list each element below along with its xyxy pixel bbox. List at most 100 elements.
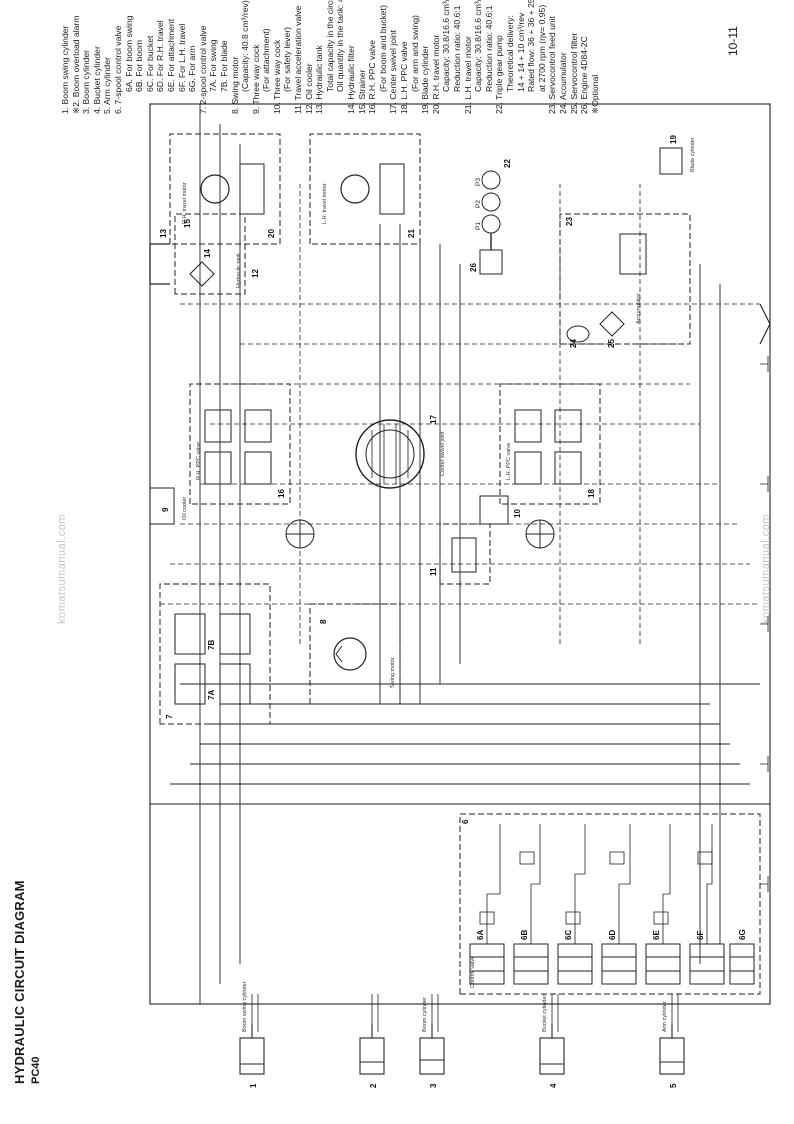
callout-6b: 6B xyxy=(520,930,529,940)
callout-25: 25 xyxy=(607,339,616,348)
callout-10: 10 xyxy=(513,509,522,518)
label-boom-cylinder: Boom cylinder xyxy=(422,997,428,1032)
callout-6f: 6F xyxy=(696,931,705,940)
legend-item: 17. Center swivel joint xyxy=(388,29,399,114)
cylinders xyxy=(239,1024,685,1075)
legend-item: Total capacity in the circuit: 75 ℓ xyxy=(324,0,335,92)
legend-item: 9. Three way cock xyxy=(250,44,261,114)
label-rh-ppc: R.H. PPC valve xyxy=(196,442,202,480)
label-swing-motor: Swing motor xyxy=(390,657,396,688)
label-oil-cooler: Oil cooler xyxy=(182,497,188,520)
legend-item: 6G. For arm xyxy=(187,45,198,92)
legend-item: 14 + 14 + 10 cm³/rev xyxy=(515,12,526,92)
callout-19: 19 xyxy=(669,135,678,144)
callout-16: 16 xyxy=(277,489,286,498)
legend-item: 6. 7-spool control valve xyxy=(112,25,123,114)
legend-item: Reduction ratio: 40.6:1 xyxy=(451,5,462,92)
legend-item: ※Optional xyxy=(589,74,600,114)
legend-item: 25. Servocontrol filter xyxy=(568,32,579,114)
legend-item: 14. Hydraulic filter xyxy=(346,45,357,114)
callout-18: 18 xyxy=(587,489,596,498)
legend-item: Theoretical delivery: xyxy=(504,15,515,92)
callout-6a: 6A xyxy=(476,930,485,940)
callout-9: 9 xyxy=(161,507,170,512)
legend-item: 6F. For L.H. travel xyxy=(176,23,187,92)
legend-item: 18. L.H. PPC valve xyxy=(399,41,409,114)
callout-7a: 7A xyxy=(207,690,216,700)
label-accumulator: Accumulator xyxy=(636,293,642,324)
callout-6g: 6G xyxy=(738,929,747,940)
callout-26: 26 xyxy=(469,263,478,272)
callout-5: 5 xyxy=(669,1083,678,1088)
legend-item: 23. Servocontrol feed unit xyxy=(547,16,558,114)
callout-7b: 7B xyxy=(207,640,216,650)
legend-item: at 2700 rpm (ηv= 0.95) xyxy=(536,4,547,92)
legend-item: 8. Swing motor xyxy=(229,56,240,114)
pump-label-p3: P3 xyxy=(475,178,482,186)
label-swivel: Center swivel joint xyxy=(440,431,446,476)
legend-item: Capacity: 30.8/16.6 cm³/rev xyxy=(441,0,452,92)
legend-item: Reduction ratio: 40.6:1 xyxy=(483,5,494,92)
legend-item: 4. Bucket cylinder xyxy=(91,46,102,114)
legend-item: 22. Triple gear pump xyxy=(494,35,505,114)
legend-item: 13. Hydraulic tank xyxy=(314,45,325,114)
callout-6c: 6C xyxy=(564,930,573,940)
legend-item: 7A. For swing xyxy=(208,39,219,92)
legend-item: 16. R.H. PPC valve xyxy=(367,39,378,114)
callout-1: 1 xyxy=(249,1083,258,1088)
legend-item: (For attachment) xyxy=(261,28,272,92)
legend-item: 12. Oil cooler xyxy=(303,63,314,114)
legend-item: 6A. For boom swing xyxy=(123,15,134,92)
callout-14: 14 xyxy=(203,249,212,258)
legend-item: 11. Travel acceleration valve xyxy=(293,5,304,114)
label-blade-cylinder: Blade cylinder xyxy=(690,137,696,172)
legend-item: 5. Arm cylinder xyxy=(102,57,113,114)
legend-item: 6E. For attachment xyxy=(165,18,176,92)
pump-label-p1: P1 xyxy=(475,222,482,230)
legend-item: 26. Engine 4D84-2C xyxy=(579,36,590,114)
label-bucket-cylinder: Bucket cylinder xyxy=(542,995,548,1032)
legend-item: 1. Boom swing cylinder xyxy=(60,25,70,114)
legend-item: 15. Strainer xyxy=(356,69,367,114)
legend-item: 24. Accumulator xyxy=(557,52,568,114)
component-legend: 1. Boom swing cylinder※2. Boom overload … xyxy=(60,0,600,114)
callout-24: 24 xyxy=(569,339,578,348)
legend-item: 7. 2-spool control valve xyxy=(197,25,208,114)
callout-2: 2 xyxy=(369,1083,378,1088)
pump-label-p2: P2 xyxy=(475,200,482,208)
callout-22: 22 xyxy=(503,159,512,168)
callout-11: 11 xyxy=(429,567,438,576)
legend-item: (Capacity: 40.8 cm³/rev) xyxy=(240,0,251,92)
legend-item: 6B. For boom xyxy=(134,39,145,92)
callout-7: 7 xyxy=(165,714,174,719)
callout-6d: 6D xyxy=(608,930,617,940)
legend-item: 6D. For R.H. travel xyxy=(155,20,166,92)
legend-item: (For arm and swing) xyxy=(409,15,420,92)
callout-3: 3 xyxy=(429,1083,438,1088)
legend-item: 3. Boom cylinder xyxy=(81,49,92,114)
legend-item: (For boom and bucket) xyxy=(377,5,388,92)
legend-item: 6C. For bucket xyxy=(144,35,155,92)
callout-13: 13 xyxy=(159,229,168,238)
callout-17: 17 xyxy=(429,415,438,424)
legend-item: 7B. For blade xyxy=(218,40,229,92)
callout-20: 20 xyxy=(267,229,276,238)
label-lh-ppc: L.H. PPC valve xyxy=(506,443,512,480)
callout-8: 8 xyxy=(319,619,328,624)
legend-item: 21. L.H. travel motor xyxy=(462,36,473,114)
legend-item: Oil quantity in the tank: 48 ℓ xyxy=(335,0,346,92)
label-lh-travel: L.H. travel motor xyxy=(322,183,328,224)
callout-21: 21 xyxy=(407,229,416,238)
callout-6e: 6E xyxy=(652,930,661,940)
legend-item: Rated flow: 36 + 36 + 25.6 ℓ/min xyxy=(526,0,537,92)
legend-item: 19. Blade cylinder xyxy=(420,45,431,114)
label-tank: Hydraulic tank xyxy=(236,253,242,288)
callout-12: 12 xyxy=(251,269,260,278)
legend-item: 10. Three way cock xyxy=(271,39,282,114)
legend-item: Capacity: 30.8/16.6 cm³/rev xyxy=(473,0,484,92)
callout-15: 15 xyxy=(183,219,192,228)
legend-item: (For safety lever) xyxy=(282,27,293,92)
